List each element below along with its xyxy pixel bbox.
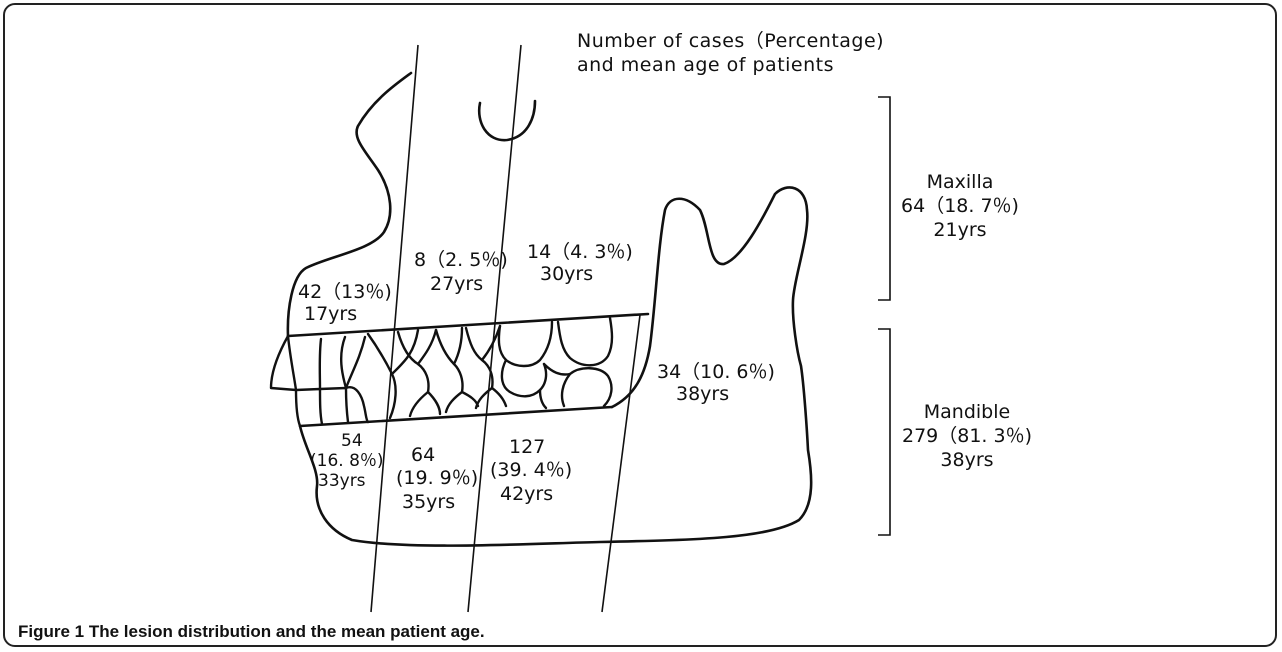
header-line-1: Number of cases（Percentage) [577,30,884,52]
figure-caption: Figure 1 The lesion distribution and the… [18,622,485,642]
mandible-molar-count: 127 [509,436,545,458]
maxilla-anterior-age: 17yrs [304,303,357,325]
maxilla-premolar-age: 27yrs [430,273,483,295]
maxilla-total-age: 21yrs [933,219,986,241]
divider-line-3 [602,315,640,612]
mandible-total-name: Mandible [924,401,1010,423]
mandible-premolar-pct: (19. 9％) [396,467,478,489]
mandible-anterior-count: 54 [341,431,363,451]
mandible-molar-pct: (39. 4％) [490,459,572,481]
mandible-anterior-age: 33yrs [318,471,366,491]
maxilla-bracket [878,97,890,300]
maxilla-molar-count: 14（4. 3％) [527,241,633,263]
mandible-bracket [878,329,890,535]
header-line-2: and mean age of patients [577,54,834,76]
mandible-anterior-pct: (16. 8％) [310,451,384,471]
maxilla-total-count: 64（18. 7％) [901,195,1019,217]
maxilla-premolar-count: 8（2. 5％) [414,249,508,271]
mandible-premolar-age: 35yrs [402,491,455,513]
maxilla-total-name: Maxilla [927,171,994,193]
maxilla-molar-age: 30yrs [540,263,593,285]
mandible-total-count: 279（81. 3％) [902,425,1032,447]
mandible-total-age: 38yrs [940,449,993,471]
ramus-count: 34（10. 6％) [657,361,775,383]
nasal-curve [479,101,535,140]
mandible-molar-age: 42yrs [500,483,553,505]
mandible-premolar-count: 64 [411,444,435,466]
ramus-age: 38yrs [676,383,729,405]
divider-line-2 [468,45,521,612]
maxilla-anterior-count: 42（13％) [298,281,392,303]
